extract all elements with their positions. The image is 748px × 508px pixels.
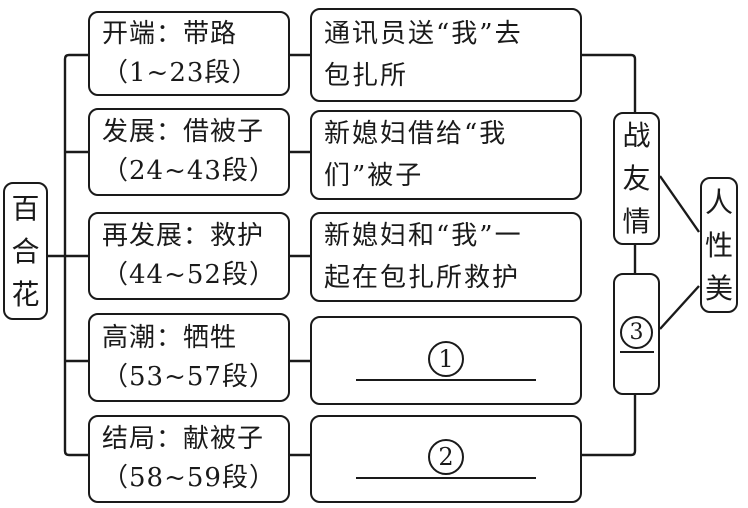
blank-answer-line xyxy=(619,350,654,353)
event-text-line: 们”被子 xyxy=(324,161,424,191)
stage-name: 高潮：牺牲 xyxy=(102,322,238,353)
stage-box-beginning: 开端：带路 （1~23段） xyxy=(88,11,290,96)
stage-name: 发展：借被子 xyxy=(102,117,265,147)
event-text-line: 新媳妇和“我”一 xyxy=(324,221,523,251)
comradeship-theme-box: 战友情 xyxy=(613,112,660,245)
stage-name: 再发展：救护 xyxy=(102,221,265,251)
circled-number-3: 3 xyxy=(620,315,653,349)
stage-range: （24~43段） xyxy=(102,156,276,186)
stage-box-further-development: 再发展：救护 （44~52段） xyxy=(88,212,290,300)
root-title-box: 百合花 xyxy=(3,182,48,320)
stage-name: 结局：献被子 xyxy=(102,424,265,454)
event-text-line: 通讯员送“我”去 xyxy=(324,19,523,49)
event-text-line: 起在包扎所救护 xyxy=(324,263,521,293)
stage-name: 开端：带路 xyxy=(102,18,238,49)
stage-range: （58~59段） xyxy=(102,463,276,493)
humanity-theme-box: 人性美 xyxy=(700,177,738,313)
stage-box-climax: 高潮：牺牲 （53~57段） xyxy=(88,313,290,402)
event-box-blank-1: 1 xyxy=(310,316,582,405)
stage-box-ending: 结局：献被子 （58~59段） xyxy=(88,415,290,503)
event5-to-blank3-elbow xyxy=(582,395,637,457)
stage-range: （44~52段） xyxy=(102,260,276,290)
humanity-label: 人性美 xyxy=(704,185,733,305)
event-text-line: 新媳妇借给“我 xyxy=(324,119,508,149)
event-box-1: 通讯员送“我”去 包扎所 xyxy=(310,8,582,102)
comradeship-label: 战友情 xyxy=(622,119,651,238)
circled-number-1: 1 xyxy=(428,340,464,377)
root-title-label: 百合花 xyxy=(11,191,40,311)
event-box-3: 新媳妇和“我”一 起在包扎所救护 xyxy=(310,212,582,302)
stage-range: （1~23段） xyxy=(102,57,259,88)
event-text-line: 包扎所 xyxy=(324,61,409,91)
blank-answer-line xyxy=(356,477,536,479)
comradeship-to-humanity-diagonal xyxy=(659,175,700,233)
event-box-blank-2: 2 xyxy=(310,415,582,503)
circled-number-2: 2 xyxy=(428,439,464,475)
event1-to-comradeship-elbow xyxy=(582,53,637,112)
stage-range: （53~57段） xyxy=(102,361,276,392)
event-box-2: 新媳妇借给“我 们”被子 xyxy=(310,110,582,200)
stage-to-event-connectors xyxy=(290,53,310,457)
blank-answer-line xyxy=(356,378,536,381)
stage-box-development: 发展：借被子 （24~43段） xyxy=(88,108,290,196)
theme-blank-box: 3 xyxy=(613,273,660,395)
root-trunk-line xyxy=(47,53,88,457)
blank3-to-humanity-diagonal xyxy=(659,285,700,330)
